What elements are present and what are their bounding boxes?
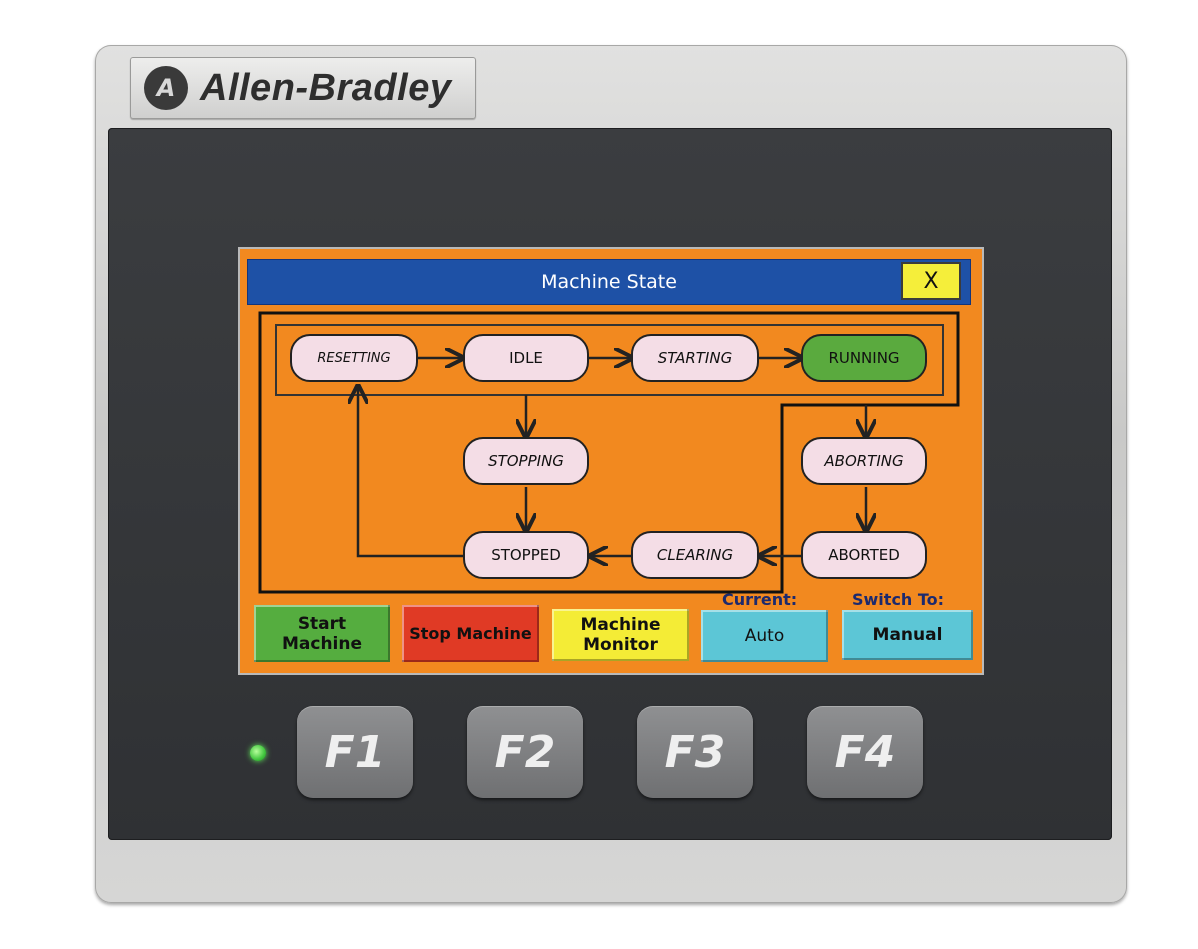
close-button[interactable]: X (901, 262, 961, 300)
current-mode-value: Auto (701, 610, 828, 662)
switch-mode-button[interactable]: Manual (842, 610, 973, 660)
f1-key[interactable]: F1 (297, 706, 413, 798)
brand-name: Allen-Bradley (200, 66, 452, 109)
state-starting[interactable]: STARTING (631, 334, 759, 382)
start-machine-button[interactable]: Start Machine (254, 605, 390, 662)
brand-logo-icon: A (144, 66, 188, 110)
state-aborting[interactable]: ABORTING (801, 437, 927, 485)
inner-row-frame (275, 324, 944, 396)
machine-monitor-button[interactable]: Machine Monitor (552, 609, 689, 661)
brand-plate: A Allen-Bradley (130, 57, 476, 119)
state-resetting[interactable]: RESETTING (290, 334, 418, 382)
screen-title-text: Machine State (541, 271, 677, 293)
state-clearing[interactable]: CLEARING (631, 531, 759, 579)
state-stopped[interactable]: STOPPED (463, 531, 589, 579)
state-idle[interactable]: IDLE (463, 334, 589, 382)
switch-to-label: Switch To: (852, 590, 945, 609)
current-mode-label: Current: (722, 590, 798, 609)
outer-loop-frame (258, 311, 960, 594)
arrow-stopped-resetting (358, 386, 463, 558)
f4-key[interactable]: F4 (807, 706, 923, 798)
screen-title: Machine State (247, 259, 971, 305)
f3-key[interactable]: F3 (637, 706, 753, 798)
status-led (250, 745, 266, 761)
state-aborted[interactable]: ABORTED (801, 531, 927, 579)
stop-machine-button[interactable]: Stop Machine (402, 605, 539, 662)
f2-key[interactable]: F2 (467, 706, 583, 798)
state-running[interactable]: RUNNING (801, 334, 927, 382)
brand-logo-letter: A (156, 74, 176, 102)
state-stopping[interactable]: STOPPING (463, 437, 589, 485)
